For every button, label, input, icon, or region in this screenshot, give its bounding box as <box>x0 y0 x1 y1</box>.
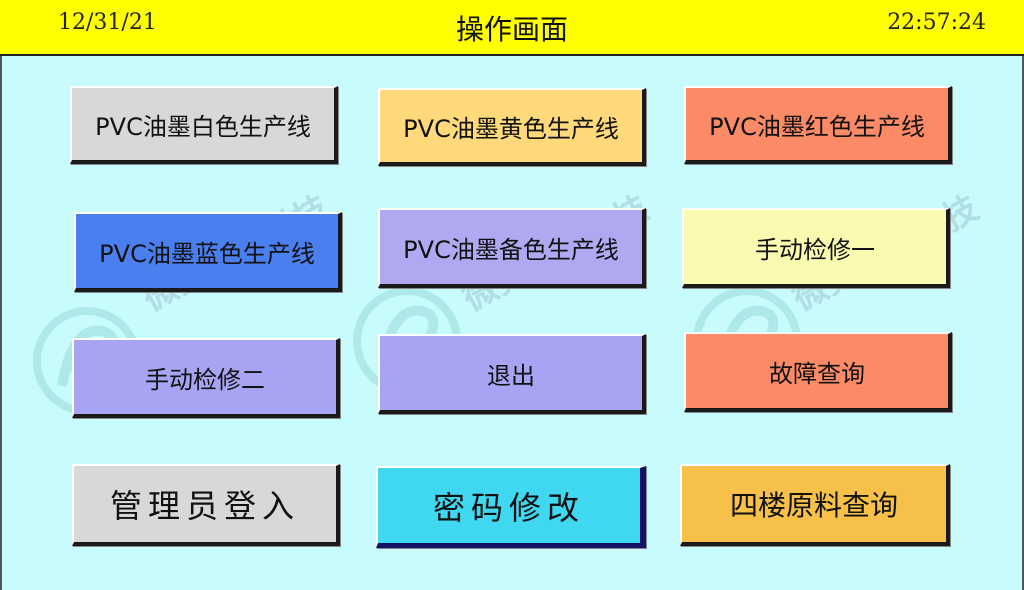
date-display: 12/31/21 <box>58 10 157 35</box>
manual-maintenance-1-button[interactable]: 手动检修一 <box>682 208 950 288</box>
button-label: PVC油墨蓝色生产线 <box>99 239 315 268</box>
admin-login-button[interactable]: 管理员登入 <box>72 464 340 546</box>
fault-query-button[interactable]: 故障查询 <box>684 332 952 412</box>
button-label: PVC油墨黄色生产线 <box>403 114 619 143</box>
yellow-line-button[interactable]: PVC油墨黄色生产线 <box>378 88 646 166</box>
screen-title: 操作画面 <box>455 13 568 46</box>
title-bar: 12/31/21 操作画面 22:57:24 <box>0 0 1024 56</box>
blue-line-button[interactable]: PVC油墨蓝色生产线 <box>74 212 342 292</box>
button-label: 管理员登入 <box>109 487 300 525</box>
change-password-button[interactable]: 密码修改 <box>376 466 646 548</box>
button-label: PVC油墨备色生产线 <box>403 235 619 264</box>
button-label: 手动检修二 <box>145 365 265 394</box>
button-label: 四楼原料查询 <box>729 489 898 522</box>
button-label: 手动检修一 <box>755 235 875 264</box>
manual-maintenance-2-button[interactable]: 手动检修二 <box>72 338 340 418</box>
red-line-button[interactable]: PVC油墨红色生产线 <box>684 86 952 164</box>
white-line-button[interactable]: PVC油墨白色生产线 <box>70 86 338 164</box>
spare-line-button[interactable]: PVC油墨备色生产线 <box>378 208 646 288</box>
button-label: 故障查询 <box>769 359 865 388</box>
button-label: PVC油墨白色生产线 <box>95 112 311 141</box>
exit-button[interactable]: 退出 <box>378 334 646 414</box>
time-display: 22:57:24 <box>887 10 986 35</box>
button-label: 退出 <box>487 361 535 390</box>
button-label: 密码修改 <box>432 488 585 527</box>
fourth-floor-material-query-button[interactable]: 四楼原料查询 <box>680 464 950 546</box>
button-label: PVC油墨红色生产线 <box>709 112 925 141</box>
